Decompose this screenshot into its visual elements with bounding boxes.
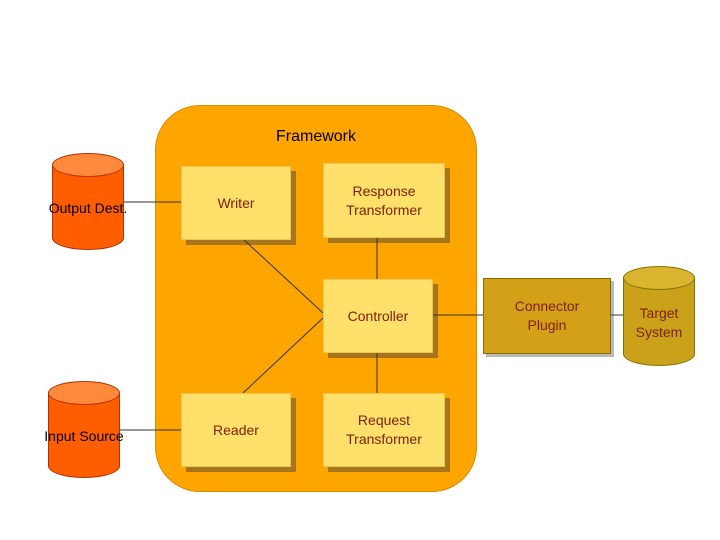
- connector-plugin-label: Connector Plugin: [514, 298, 580, 333]
- cylinder-body: [48, 392, 120, 478]
- writer-label: Writer: [217, 194, 255, 211]
- controller-label: Controller: [347, 307, 409, 324]
- output-dest-label: Output Dest.: [48, 200, 128, 217]
- target-system-label: Target System: [635, 305, 683, 340]
- writer-node: Writer: [181, 166, 291, 240]
- request-transformer-node: Request Transformer: [323, 393, 445, 467]
- target-system-cylinder: Target System: [623, 266, 695, 366]
- request-transformer-label: Request Transformer: [346, 412, 422, 447]
- cylinder-top: [52, 153, 124, 177]
- framework-title: Framework: [275, 128, 356, 145]
- output-dest-cylinder: Output Dest.: [49, 153, 127, 250]
- reader-label: Reader: [213, 421, 259, 438]
- cylinder-body: [52, 164, 124, 250]
- response-transformer-node: Response Transformer: [323, 163, 445, 238]
- reader-node: Reader: [181, 393, 291, 467]
- input-source-cylinder: Input Source: [44, 381, 124, 478]
- input-source-label: Input Source: [44, 428, 124, 445]
- cylinder-top: [48, 381, 120, 405]
- connector-plugin-node: Connector Plugin: [483, 278, 611, 354]
- response-transformer-label: Response Transformer: [346, 182, 422, 218]
- cylinder-body: [623, 277, 695, 366]
- cylinder-top: [623, 266, 695, 290]
- controller-node: Controller: [323, 279, 433, 353]
